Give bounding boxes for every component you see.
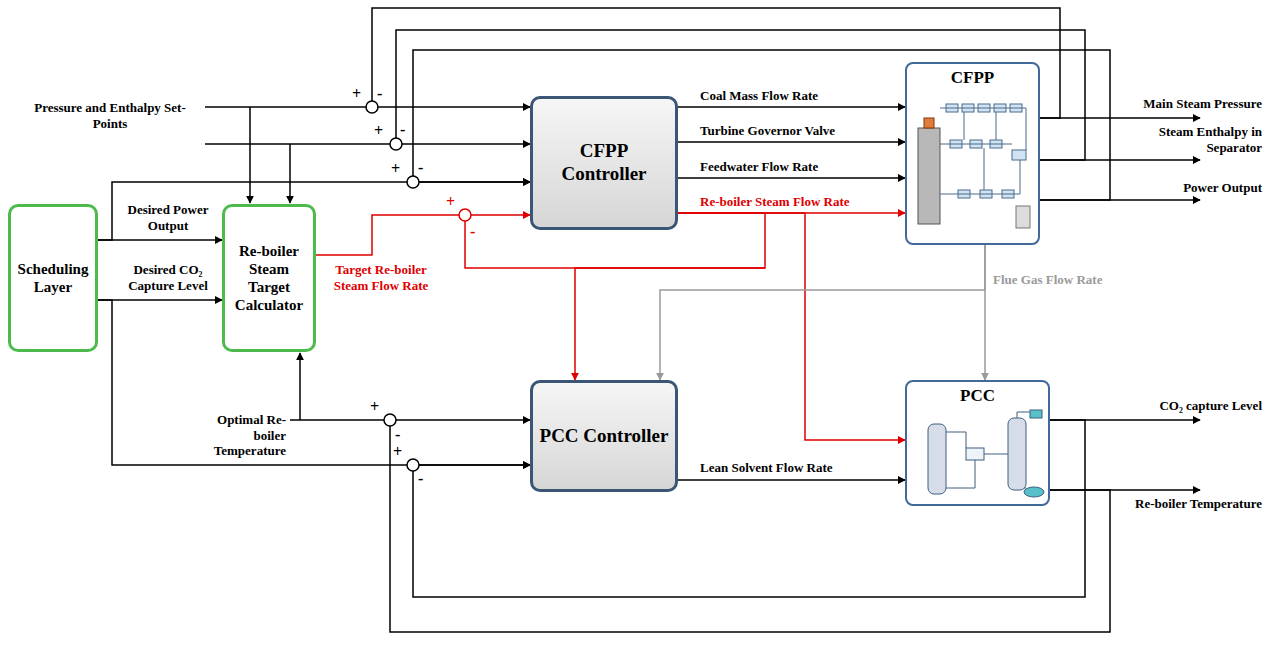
edge-label: Re-boiler Steam Flow Rate bbox=[700, 194, 850, 210]
signal-connector bbox=[316, 215, 530, 255]
edge-label: Desired Power Output bbox=[118, 202, 218, 233]
node-label: PCC bbox=[960, 386, 995, 406]
edge-label: Desired CO₂ Capture Level bbox=[118, 262, 218, 293]
signal-wire bbox=[205, 107, 1200, 490]
junction-sign: - bbox=[470, 224, 475, 240]
junction-sign: - bbox=[418, 160, 423, 176]
junction-sign: - bbox=[400, 122, 405, 138]
junction-sign: - bbox=[418, 471, 423, 487]
signal-connector bbox=[678, 177, 905, 179]
plant-box: PCC bbox=[905, 380, 1050, 506]
output-signal: Re-boiler Temperature bbox=[1120, 496, 1262, 512]
edge-label: Coal Mass Flow Rate bbox=[700, 88, 818, 104]
signal-connector bbox=[98, 299, 222, 301]
junction-sign: + bbox=[370, 399, 379, 415]
signal-connector bbox=[984, 245, 986, 380]
junction-sign: - bbox=[377, 86, 382, 102]
signal-connector bbox=[678, 479, 905, 481]
output-signal: Power Output bbox=[1120, 180, 1262, 196]
signal-connector bbox=[413, 420, 1085, 597]
junction-sign: + bbox=[352, 86, 361, 102]
node-label: Scheduling Layer bbox=[15, 260, 91, 296]
signal-connector bbox=[678, 141, 905, 143]
setpoint-input: Optimal Re-boiler Temperature bbox=[186, 412, 286, 459]
signal-connector bbox=[660, 245, 985, 380]
junction-sign: + bbox=[374, 123, 383, 139]
flue-gas-label: Flue Gas Flow Rate bbox=[993, 272, 1102, 288]
controller-box: PCC Controller bbox=[530, 380, 678, 492]
plant-box: CFPP bbox=[905, 62, 1040, 245]
controller-box: CFPP Controller bbox=[530, 96, 678, 230]
junction-sign: + bbox=[393, 444, 402, 460]
calculator-box: Re-boiler Steam Target Calculator bbox=[222, 204, 316, 352]
node-label: CFPP bbox=[951, 68, 994, 88]
scheduling-box: Scheduling Layer bbox=[8, 204, 98, 352]
output-signal: CO₂ capture Level bbox=[1120, 398, 1262, 414]
setpoint-input: Pressure and Enthalpy Set-Points bbox=[20, 100, 200, 131]
node-label: Re-boiler Steam Target Calculator bbox=[229, 242, 309, 314]
edge-label: Turbine Governor Valve bbox=[700, 123, 835, 139]
signal-connector bbox=[413, 50, 1110, 200]
node-label: PCC Controller bbox=[540, 425, 669, 448]
signal-connector bbox=[98, 239, 222, 241]
node-label: CFPP Controller bbox=[537, 140, 671, 186]
junction-sign: + bbox=[446, 194, 455, 210]
junction-sign: - bbox=[395, 427, 400, 443]
output-signal: Main Steam Pressure bbox=[1120, 96, 1262, 112]
output-signal: Steam Enthalpy in Separator bbox=[1120, 124, 1262, 155]
edge-label: Target Re-boiler Steam Flow Rate bbox=[322, 262, 440, 293]
signal-connector bbox=[678, 106, 905, 108]
pcc-illustration bbox=[928, 410, 1044, 497]
signal-connector bbox=[575, 213, 765, 380]
junction-sign: + bbox=[391, 161, 400, 177]
cfpp-illustration bbox=[918, 104, 1030, 228]
signal-connector bbox=[390, 420, 1110, 632]
edge-label: Lean Solvent Flow Rate bbox=[700, 460, 833, 476]
edge-label: Feedwater Flow Rate bbox=[700, 159, 818, 175]
signal-connector bbox=[678, 213, 905, 440]
